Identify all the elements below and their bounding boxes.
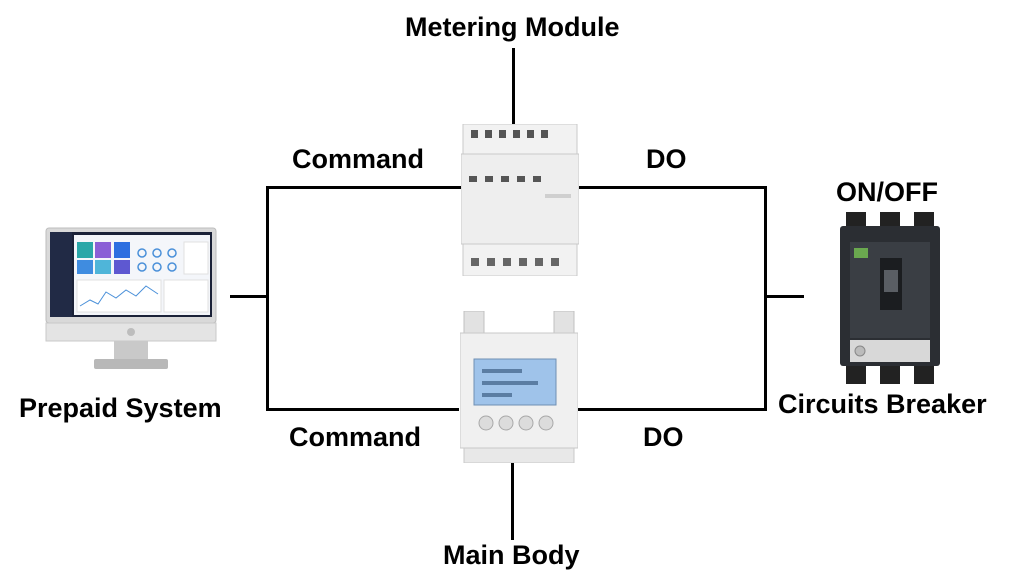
main-body-label: Main Body [443,540,580,570]
metering-module-top-line [512,48,515,125]
on-off-label: ON/OFF [836,177,938,207]
command-top-label: Command [292,144,425,174]
main-body-bottom-line [511,462,514,540]
desktop-monitor-icon [45,227,217,369]
molded-case-breaker-icon [840,212,940,384]
do-bottom-label: DO [643,422,684,452]
command-bottom-line [266,408,459,411]
do-bottom-line [576,408,766,411]
breaker-stub-line [764,295,804,298]
left-vertical-line [266,186,269,411]
do-top-line [578,186,766,189]
din-rail-module-icon [461,124,579,276]
command-top-line [266,186,461,189]
din-rail-meter-icon [460,311,578,463]
circuits-breaker-label: Circuits Breaker [778,389,987,419]
right-vertical-line [764,186,767,411]
pc-stub-line [230,295,268,298]
metering-module-label: Metering Module [405,12,620,42]
do-top-label: DO [646,144,687,174]
command-bottom-label: Command [289,422,422,452]
prepaid-system-label: Prepaid System [19,393,222,423]
